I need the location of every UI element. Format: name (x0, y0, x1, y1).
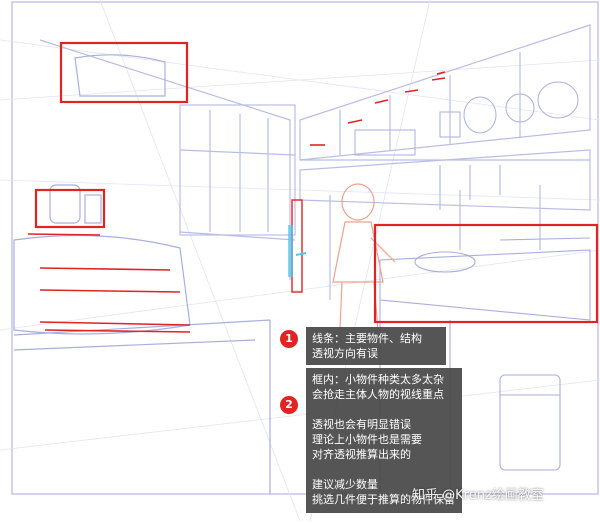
watermark: 知乎 @Krenz绘画教室 (412, 488, 544, 503)
canvas-border (11, 1, 599, 495)
highlight-box-2 (34, 188, 106, 229)
highlight-boxes (34, 41, 599, 324)
error-strokes (27, 71, 446, 333)
room-structure (39, 24, 591, 300)
annotation-note-1: 线条：主要物件、结构 透视方向有误 (306, 327, 446, 365)
highlight-box-1 (59, 41, 189, 104)
annotation-badge-2: 2 (280, 396, 298, 414)
door-edge-marks (288, 199, 307, 293)
annotation-badge-1: 1 (280, 330, 298, 348)
shelf-items (354, 81, 579, 210)
annotation-note-2: 框内：小物件种类太多太杂 会抢走主体人物的视线重点 透视也会有明显错误 理论上小… (306, 368, 462, 513)
left-counter (13, 54, 271, 494)
highlight-box-3 (373, 223, 599, 324)
figure-sketch (332, 183, 396, 331)
